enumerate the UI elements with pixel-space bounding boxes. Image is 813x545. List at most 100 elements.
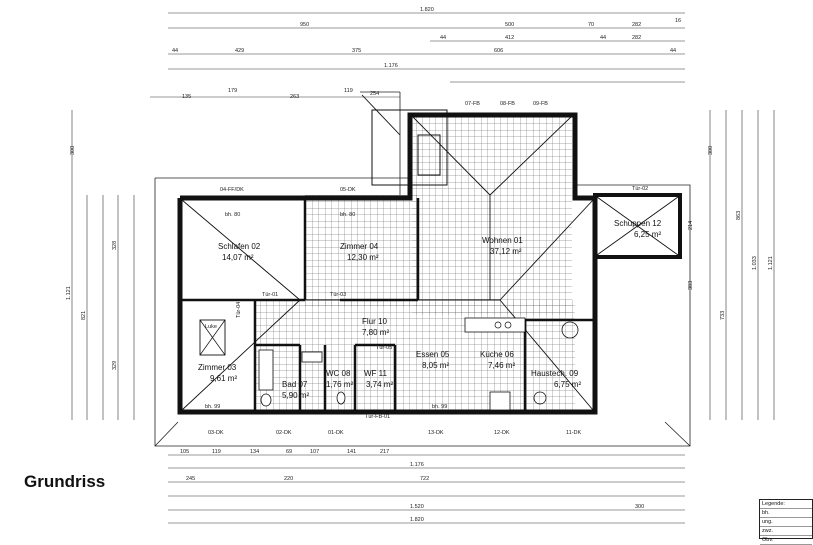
interior-walls — [180, 198, 595, 412]
dim-label: 220 — [284, 476, 293, 482]
dim-label: 1.033 — [752, 256, 758, 270]
dim-label: 107 — [310, 449, 319, 455]
window-tag: 11-DK — [566, 430, 582, 436]
dim-label: 134 — [250, 449, 259, 455]
bottom-dimension-labels: 105 119 134 69 107 141 217 1.176 245 220… — [180, 449, 644, 523]
dim-label: 179 — [228, 88, 237, 94]
room-area-flur: 7,80 m² — [362, 328, 389, 337]
exterior-walls — [177, 112, 598, 415]
window-tag: 12-DK — [494, 430, 510, 436]
room-area-schlafen: 14,07 m² — [222, 253, 254, 262]
room-area-schuppen: 6,25 m² — [634, 230, 661, 239]
room-name-wf: WF 11 — [364, 369, 388, 378]
dim-label: 300 — [70, 146, 76, 155]
legend-box: Legende: bh. ung. zwz. Obv. — [759, 499, 813, 545]
dim-label: 119 — [212, 449, 221, 455]
room-name-haustech: Haustech. 09 — [531, 369, 579, 378]
dim-label: 300 — [708, 146, 714, 155]
wc-toilet — [336, 391, 346, 405]
sill-height-note: bh. 80 — [340, 212, 355, 218]
bottom-dimension-lines — [168, 454, 685, 524]
window-tag: 09-FB — [533, 101, 548, 107]
stove-burner — [494, 321, 502, 329]
dim-label: 412 — [505, 35, 514, 41]
door-tag: Tür-02 — [632, 186, 648, 192]
door-tag: Tür-01 — [262, 292, 278, 298]
dim-label: 950 — [300, 22, 309, 28]
room-area-zimmer04: 12,30 m² — [347, 253, 379, 262]
luke-label: Luke — [205, 324, 217, 330]
drawing-title: Grundriss — [24, 472, 106, 491]
room-area-wc: 1,76 m² — [326, 380, 353, 389]
dim-label: 119 — [344, 88, 353, 94]
side-dimension-lines — [71, 110, 775, 420]
dim-label: 606 — [494, 48, 503, 54]
room-name-essen: Essen 05 — [416, 350, 450, 359]
room-name-wohnen: Wohnen 01 — [482, 236, 523, 245]
side-dimension-labels: 300 1.121 821 328 329 300 863 1.033 1.12… — [66, 146, 774, 370]
door-tag: Tür-03 — [330, 292, 346, 298]
room-name-zimmer03: Zimmer 03 — [198, 363, 237, 372]
luke-hatch — [199, 319, 226, 356]
dim-label: 44 — [600, 35, 606, 41]
dim-label: 429 — [235, 48, 244, 54]
dim-label: 44 — [440, 35, 446, 41]
dim-label: 214 — [688, 221, 694, 230]
dim-label: 821 — [81, 311, 87, 320]
door-tag: Tür-05 — [376, 345, 392, 351]
top-dimension-labels: 1.820 950 500 70 282 16 44 412 44 282 44… — [172, 7, 681, 100]
legend-title: Legende: — [760, 500, 812, 509]
room-area-zimmer03: 9,61 m² — [210, 374, 237, 383]
stair-block — [417, 134, 441, 176]
window-tag: 05-DK — [340, 187, 356, 193]
window-tag: 04-FF/DK — [220, 187, 244, 193]
room-name-zimmer04: Zimmer 04 — [340, 242, 379, 251]
dim-label: 16 — [675, 18, 681, 24]
roof-window-frame — [371, 109, 448, 186]
legend-row: Obv. — [760, 536, 812, 545]
dim-label: 1.820 — [410, 517, 424, 523]
dim-label: 1.121 — [768, 256, 774, 270]
dim-label: 141 — [347, 449, 356, 455]
dim-label: 245 — [186, 476, 195, 482]
legend-row: ung. — [760, 518, 812, 527]
sill-height-note: bh. 80 — [225, 212, 240, 218]
dim-label: 1.121 — [66, 286, 72, 300]
window-tag: 08-FB — [500, 101, 515, 107]
dim-label: 863 — [736, 211, 742, 220]
dim-label: 383 — [688, 281, 694, 290]
door-tag: Tür-FB-01 — [365, 414, 390, 420]
room-labels: Schlafen 02 14,07 m² Zimmer 04 12,30 m² … — [198, 219, 662, 400]
room-name-kueche: Küche 06 — [480, 350, 514, 359]
room-name-wc: WC 08 — [326, 369, 351, 378]
room-area-haustech: 6,75 m² — [554, 380, 581, 389]
dim-label: 69 — [286, 449, 292, 455]
top-dimension-lines — [150, 12, 685, 98]
dim-label: 733 — [720, 311, 726, 320]
opening-tags: Tür-01 Tür-02 Tür-03 Tür-04 Tür-05 Tür-F… — [205, 101, 648, 436]
kitchen-column — [489, 391, 511, 411]
sill-height-note: bh. 99 — [432, 404, 447, 410]
stove-burner — [504, 321, 512, 329]
tank — [533, 391, 547, 405]
wohnen-floor-tile — [412, 115, 572, 315]
dim-label: 282 — [632, 35, 641, 41]
dim-label: 1.176 — [410, 462, 424, 468]
washbasin — [301, 351, 323, 363]
boiler — [561, 321, 579, 339]
dim-label: 217 — [380, 449, 389, 455]
dim-label: 329 — [112, 361, 118, 370]
dim-label: 1.520 — [410, 504, 424, 510]
flur-floor-tile-2 — [305, 195, 417, 307]
dim-label: 70 — [588, 22, 594, 28]
window-tag: 02-DK — [276, 430, 292, 436]
window-tag: 01-DK — [328, 430, 344, 436]
dim-label: 44 — [172, 48, 178, 54]
roof-outline — [154, 91, 691, 447]
dim-label: 254 — [370, 91, 379, 97]
legend-row: bh. — [760, 509, 812, 518]
room-area-wf: 3,74 m² — [366, 380, 393, 389]
dim-label: 328 — [112, 241, 118, 250]
roof-ridges — [181, 94, 679, 411]
